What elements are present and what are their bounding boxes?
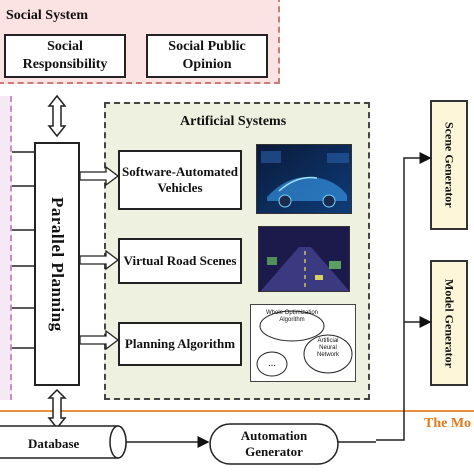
planning-algorithm-box: Planning Algorithm xyxy=(118,322,242,366)
virtual-road-scenes-box: Virtual Road Scenes xyxy=(118,238,242,284)
model-divider-line xyxy=(0,410,474,412)
road-scene-image xyxy=(258,226,350,292)
vehicle-render-image xyxy=(256,144,352,214)
parallel-planning-label: Parallel Planning xyxy=(48,196,67,332)
software-automated-vehicles-box: Software-Automated Vehicles xyxy=(118,150,242,210)
virtual-road-scenes-label: Virtual Road Scenes xyxy=(123,253,237,268)
more-algorithms-label: ... xyxy=(268,358,276,369)
planning-algorithm-label: Planning Algorithm xyxy=(124,336,236,351)
model-generator-label: Model Generator xyxy=(442,278,457,368)
social-responsibility-box: Social Responsibility xyxy=(4,34,126,78)
model-section-label: The Mo xyxy=(424,416,472,431)
software-automated-vehicles-label: Software-Automated Vehicles xyxy=(121,164,239,195)
algorithm-ellipses xyxy=(256,310,353,377)
social-responsibility-label: Social Responsibility xyxy=(22,39,108,72)
database-label: Database xyxy=(28,436,80,451)
artificial-neural-network-label: Artificial Neural Network xyxy=(316,338,339,358)
automation-generator-label: Automation Generator xyxy=(240,428,308,459)
whole-optimization-label: Whole Optimization Algorithm xyxy=(265,310,319,323)
model-generator-box: Model Generator xyxy=(430,260,468,386)
social-opinion-box: Social Public Opinion xyxy=(146,34,268,78)
parallel-planning-box: Parallel Planning xyxy=(34,142,80,386)
social-system-title: Social System xyxy=(6,8,89,23)
left-system-strip xyxy=(0,96,12,400)
scene-generator-label: Scene Generator xyxy=(442,122,457,208)
social-opinion-label: Social Public Opinion xyxy=(168,39,246,72)
artificial-systems-title: Artificial Systems xyxy=(180,114,287,129)
scene-generator-box: Scene Generator xyxy=(430,100,468,230)
